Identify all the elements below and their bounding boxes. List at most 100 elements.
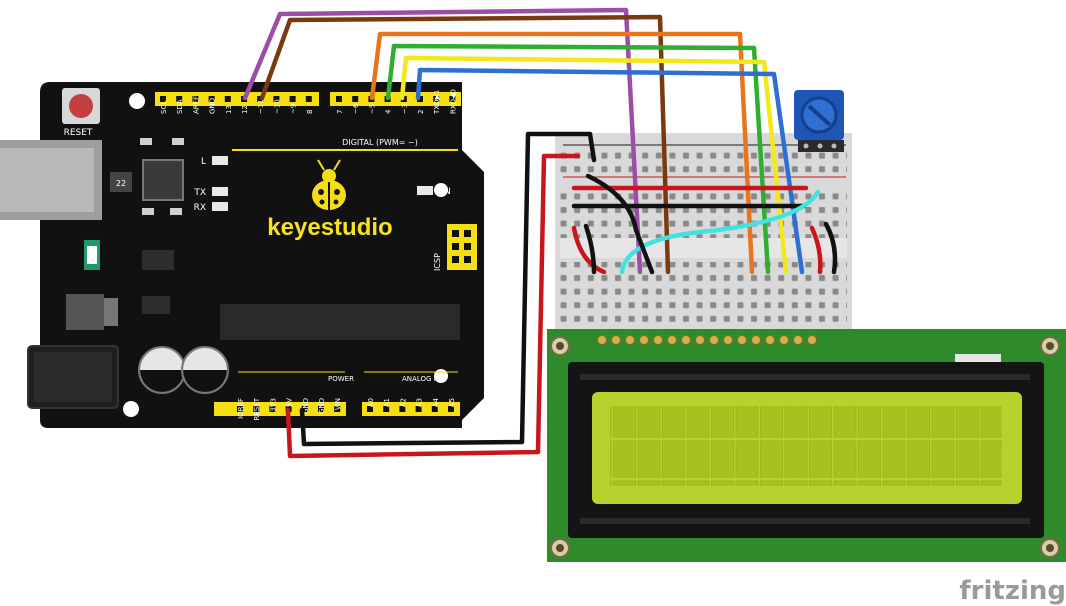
- pin-label: A4: [432, 397, 440, 407]
- pin-label: 5V: [286, 398, 294, 407]
- header-pin: [305, 96, 312, 102]
- led-on: [417, 186, 433, 195]
- pin-label: A3: [416, 398, 424, 407]
- icsp-header: [447, 224, 477, 270]
- header-pin: [253, 406, 260, 412]
- pin-label: A1: [383, 398, 391, 407]
- capacitor: [138, 346, 186, 394]
- ladybug-logo-icon: [312, 159, 346, 210]
- digital-header-right: [330, 92, 461, 106]
- capacitor: [181, 346, 229, 394]
- chip-socket: [220, 304, 460, 340]
- header-pin: [399, 406, 406, 412]
- pin-label: 4: [385, 109, 393, 114]
- pin-label: SCL: [160, 101, 168, 114]
- icsp-pin: [452, 243, 459, 250]
- header-pin: [448, 406, 454, 412]
- header-pin: [383, 406, 390, 412]
- brand-name: keyestudio: [267, 214, 392, 241]
- header-pin: [192, 96, 199, 102]
- pin-label: 3V3: [269, 398, 277, 412]
- digital-header-left: [155, 92, 319, 106]
- power-label: POWER: [328, 375, 354, 383]
- mount-hole: [129, 93, 145, 109]
- header-pin: [273, 96, 280, 102]
- mount-hole: [434, 183, 448, 197]
- power-header: [214, 402, 346, 416]
- pin-label: ~11: [257, 99, 265, 114]
- pin-label: GND: [209, 98, 217, 114]
- pin-label: VIN: [334, 398, 342, 410]
- icsp-pin: [464, 256, 471, 263]
- wire-orange: [369, 31, 755, 275]
- led-tx: [212, 187, 228, 196]
- wire-black-jumper: [585, 173, 655, 275]
- pin-label: ~5: [368, 104, 376, 114]
- led-tx-label: TX: [193, 188, 206, 198]
- pin-label: A0: [367, 398, 375, 407]
- pin-label: A2: [399, 398, 407, 407]
- lcd-pin: [723, 335, 733, 345]
- wires: [242, 7, 838, 459]
- chip-label: 22: [116, 179, 126, 188]
- header-pin: [431, 406, 438, 412]
- led-l-label: L: [201, 157, 206, 167]
- lcd-module: [547, 329, 1066, 562]
- header-pin: [237, 406, 243, 412]
- wire-yellow: [399, 55, 789, 275]
- led-rx: [212, 202, 228, 211]
- led-on-label: ON: [437, 187, 451, 197]
- lcd-pin: [597, 335, 607, 345]
- led-l: [212, 156, 228, 165]
- analog-header: [362, 402, 460, 416]
- icsp-pin: [464, 230, 471, 237]
- reset-label: RESET: [64, 128, 93, 138]
- wire-red-5v: [285, 153, 581, 459]
- wire-purple: [242, 7, 643, 275]
- icsp-label: ICSP: [433, 253, 442, 271]
- lcd-pin: [793, 335, 803, 345]
- lcd-pin: [807, 335, 817, 345]
- header-pin: [449, 96, 456, 102]
- lcd-pin: [765, 335, 775, 345]
- pin-label: ~10: [273, 99, 281, 114]
- header-pin: [336, 96, 342, 102]
- lcd-pin: [709, 335, 719, 345]
- pin-label: TXD▶1: [433, 90, 441, 115]
- wire-red-jumper-right: [809, 225, 823, 275]
- header-pin: [301, 406, 308, 412]
- header-pin: [208, 96, 215, 102]
- lcd-pin: [681, 335, 691, 345]
- pin-label: RXD◀0: [449, 89, 457, 114]
- pin-label: ~9: [290, 104, 298, 114]
- pin-label: IOREF: [237, 398, 245, 419]
- pin-label: ~3: [401, 104, 409, 114]
- led-rx-label: RX: [194, 203, 206, 213]
- pin-label: 13: [225, 105, 233, 114]
- header-pin: [224, 96, 231, 102]
- pin-label: GND: [318, 398, 326, 414]
- wire-black-jumper-right: [823, 221, 838, 275]
- header-pin: [415, 406, 422, 412]
- lcd-pin: [625, 335, 635, 345]
- header-pin: [160, 96, 166, 102]
- header-pin: [352, 96, 359, 102]
- potentiometer[interactable]: [794, 90, 844, 152]
- pin-label: 8: [306, 110, 314, 114]
- header-pin: [318, 406, 324, 412]
- fritzing-watermark: fritzing: [959, 576, 1066, 606]
- lcd-pin: [639, 335, 649, 345]
- header-pin: [289, 96, 296, 102]
- pin-label: 12: [241, 105, 249, 114]
- pin-label: AREF: [192, 96, 200, 114]
- breadboard: [555, 133, 852, 340]
- header-pin: [176, 96, 183, 102]
- header-pin: [367, 406, 373, 412]
- pin-label: A5: [448, 398, 456, 407]
- wire-black-jumper-left: [583, 223, 597, 275]
- lcd-pin: [751, 335, 761, 345]
- wire-brown: [259, 14, 671, 275]
- icsp-pin: [464, 243, 471, 250]
- wire-red-jumper: [571, 225, 607, 275]
